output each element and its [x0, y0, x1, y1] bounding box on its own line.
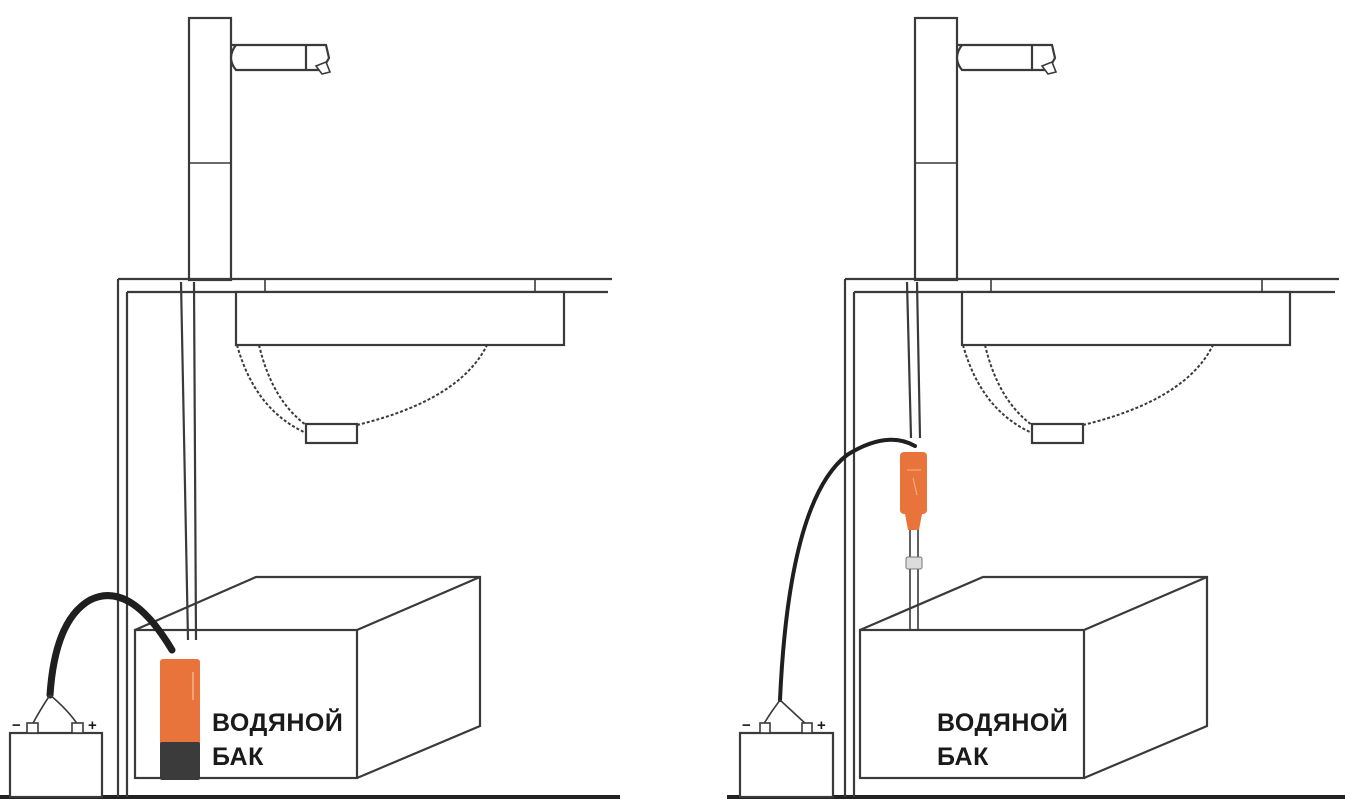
- water-tank: [858, 575, 1209, 780]
- battery-plus-sign: +: [88, 717, 97, 734]
- hose-connector: [905, 556, 923, 570]
- diagram-right: − + ВОДЯНОЙ БАК: [727, 0, 1345, 800]
- battery: [738, 722, 835, 799]
- diagram-left-drawing: [0, 16, 620, 799]
- power-cable: [46, 592, 176, 699]
- submersible-pump: [160, 659, 200, 780]
- tank-label-line1: ВОДЯНОЙ: [937, 709, 1069, 737]
- sink-basin: [234, 290, 566, 445]
- sink-basin: [960, 290, 1292, 445]
- battery-minus-sign: −: [742, 717, 751, 734]
- battery-minus-sign: −: [12, 717, 21, 734]
- supply-hose-upper: [905, 281, 922, 439]
- inline-pump: [900, 452, 927, 530]
- diagram-right-drawing: [727, 16, 1345, 799]
- power-cable: [778, 437, 917, 702]
- tank-label-line2: БАК: [212, 743, 264, 771]
- diagram-left: − + ВОДЯНОЙ БАК: [0, 16, 620, 799]
- supply-hose-lower: [905, 530, 923, 630]
- tank-label-line1: ВОДЯНОЙ: [212, 709, 344, 737]
- tank-label-right: ВОДЯНОЙ БАК: [937, 706, 1068, 774]
- tank-label-line2: БАК: [937, 743, 989, 771]
- battery-plus-sign: +: [817, 717, 826, 734]
- battery: [8, 722, 104, 799]
- water-tank: [133, 575, 482, 780]
- faucet: [913, 16, 1058, 282]
- tank-label-left: ВОДЯНОЙ БАК: [212, 706, 343, 774]
- supply-hose: [179, 281, 198, 641]
- faucet: [187, 16, 332, 282]
